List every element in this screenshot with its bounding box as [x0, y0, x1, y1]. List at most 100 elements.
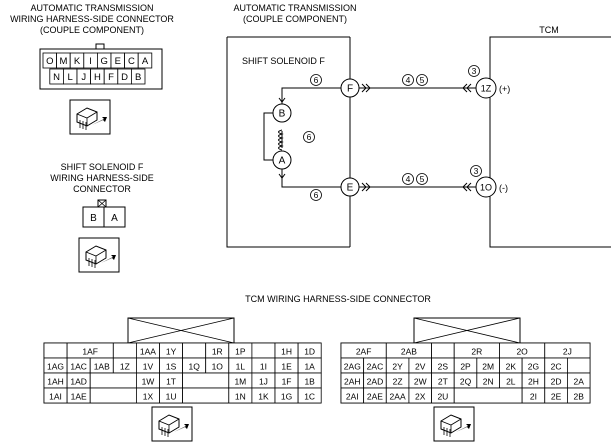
- solenoid-connector-title: SHIFT SOLENOID F WIRING HARNESS-SIDE CON…: [50, 162, 154, 194]
- tcm-pin: 1Z: [120, 362, 130, 372]
- node-f: F: [340, 78, 360, 98]
- tcm-pin: 1G: [281, 392, 292, 402]
- solenoid-connector: B A: [82, 199, 126, 228]
- ref-6-coil: 6: [303, 131, 315, 143]
- tcm-pin: 2AD: [367, 377, 384, 387]
- svg-text:6: 6: [314, 75, 319, 85]
- tcm-pin: 2Z: [393, 377, 403, 387]
- solenoid-coil: [278, 129, 284, 151]
- tcm-pin: 1O: [212, 362, 224, 372]
- tcm-pin: 1AB: [94, 362, 110, 372]
- svg-text:6: 6: [314, 190, 319, 200]
- tcm-pin: 1V: [143, 362, 154, 372]
- tcm-pin: 1X: [143, 392, 154, 402]
- tcm-pin: 1K: [258, 392, 269, 402]
- tcm-pin: 1B: [304, 377, 315, 387]
- tcm-pin: 2AB: [401, 347, 417, 357]
- solenoid-pin-b: B: [90, 213, 97, 224]
- tcm-pin: 2A: [574, 377, 585, 387]
- at-pin: H: [94, 72, 101, 83]
- tcm-pin: 1C: [304, 392, 315, 402]
- tcm-pin: 1F: [282, 377, 292, 387]
- tcm-pin: 2AI: [346, 392, 359, 402]
- tcm-pin: 2AE: [367, 392, 383, 402]
- tcm-pin: 2H: [528, 377, 539, 387]
- node-1o-label: 1O: [480, 183, 492, 193]
- at-pin: J: [81, 72, 86, 83]
- tcm-pin: 1J: [259, 377, 268, 387]
- node-e-label: E: [347, 183, 354, 194]
- solenoid-pin-a: A: [111, 213, 118, 224]
- tcm-pin: 1E: [281, 362, 292, 372]
- ref-3-top: 3: [468, 65, 480, 77]
- tcm-label: TCM: [539, 25, 559, 35]
- reference-numbers: 6 6 6 4 5 4 5 3 3: [303, 65, 482, 201]
- ref-5-bottom: 5: [416, 173, 428, 185]
- tcm-pin: 1L: [236, 362, 246, 372]
- svg-text:5: 5: [420, 174, 425, 184]
- tcm-pin: 2I: [530, 392, 537, 402]
- wiring: [263, 87, 477, 188]
- tcm-pin: 1T: [166, 377, 176, 387]
- solenoid-connector-title-line2: WIRING HARNESS-SIDE: [50, 173, 154, 183]
- ref-6-top: 6: [310, 74, 322, 86]
- tcm-pin: 1N: [235, 392, 246, 402]
- node-b-label: B: [279, 109, 286, 120]
- at-pin: O: [46, 56, 53, 67]
- ref-3-bottom: 3: [470, 165, 482, 177]
- tcm-pin: 2R: [471, 347, 482, 357]
- at-pin: A: [142, 56, 149, 67]
- tcm-pin: 2D: [551, 377, 562, 387]
- tcm-pin: 1AD: [70, 377, 87, 387]
- at-pin: D: [121, 72, 128, 83]
- tcm-pin: 2AC: [367, 362, 384, 372]
- solenoid-connector-title-line1: SHIFT SOLENOID F: [61, 162, 144, 172]
- plug-icon: [69, 99, 111, 135]
- at-pin: B: [135, 72, 141, 83]
- node-1z-label: 1Z: [481, 84, 492, 94]
- at-connector-title-line1: AUTOMATIC TRANSMISSION: [30, 3, 153, 13]
- tcm-pin: 1Y: [166, 347, 177, 357]
- tcm-pin: 1I: [260, 362, 267, 372]
- shift-solenoid-box: SHIFT SOLENOID F: [226, 36, 351, 248]
- node-f-label: F: [347, 84, 353, 95]
- node-b: B: [272, 103, 292, 123]
- ref-4-bottom: 4: [402, 173, 414, 185]
- tcm-pin: 1A: [304, 362, 315, 372]
- tcm-pin: 2T: [438, 377, 448, 387]
- tcm-pin: 1AC: [70, 362, 87, 372]
- tcm-pin: 2E: [551, 392, 562, 402]
- tcm-pin: 2AF: [356, 347, 372, 357]
- at-pin: G: [101, 56, 108, 67]
- tcm-pin: 2V: [415, 362, 426, 372]
- solenoid-connector-title-line3: CONNECTOR: [73, 184, 131, 194]
- tcm-pin: 2X: [415, 392, 426, 402]
- at-component-title-line1: AUTOMATIC TRANSMISSION: [233, 3, 356, 13]
- at-connector-title: AUTOMATIC TRANSMISSION WIRING HARNESS-SI…: [10, 3, 174, 35]
- plug-icon: [78, 237, 120, 273]
- tcm-pin: 1R: [212, 347, 223, 357]
- tcm-pin: 1Q: [188, 362, 200, 372]
- tcm-pin: 2AH: [344, 377, 361, 387]
- shift-solenoid-label: SHIFT SOLENOID F: [242, 56, 325, 66]
- tcm-pin: 2AA: [390, 392, 406, 402]
- tcm-box: TCM: [489, 25, 611, 248]
- tcm-pin: 2W: [414, 377, 427, 387]
- polarity-minus: (-): [499, 183, 508, 193]
- tcm-pin: 2S: [438, 362, 449, 372]
- node-1o: 1O (-): [475, 176, 508, 198]
- tcm-pin: 2Q: [460, 377, 472, 387]
- tcm-pin: 2P: [460, 362, 471, 372]
- tcm-pin: 1D: [304, 347, 315, 357]
- tcm-pin: 2O: [516, 347, 528, 357]
- tcm-pin: 1P: [235, 347, 246, 357]
- polarity-plus: (+): [499, 84, 510, 94]
- at-pin: K: [74, 56, 81, 67]
- tcm-pin: 1M: [234, 377, 246, 387]
- at-component-title-line2: (COUPLE COMPONENT): [243, 14, 347, 24]
